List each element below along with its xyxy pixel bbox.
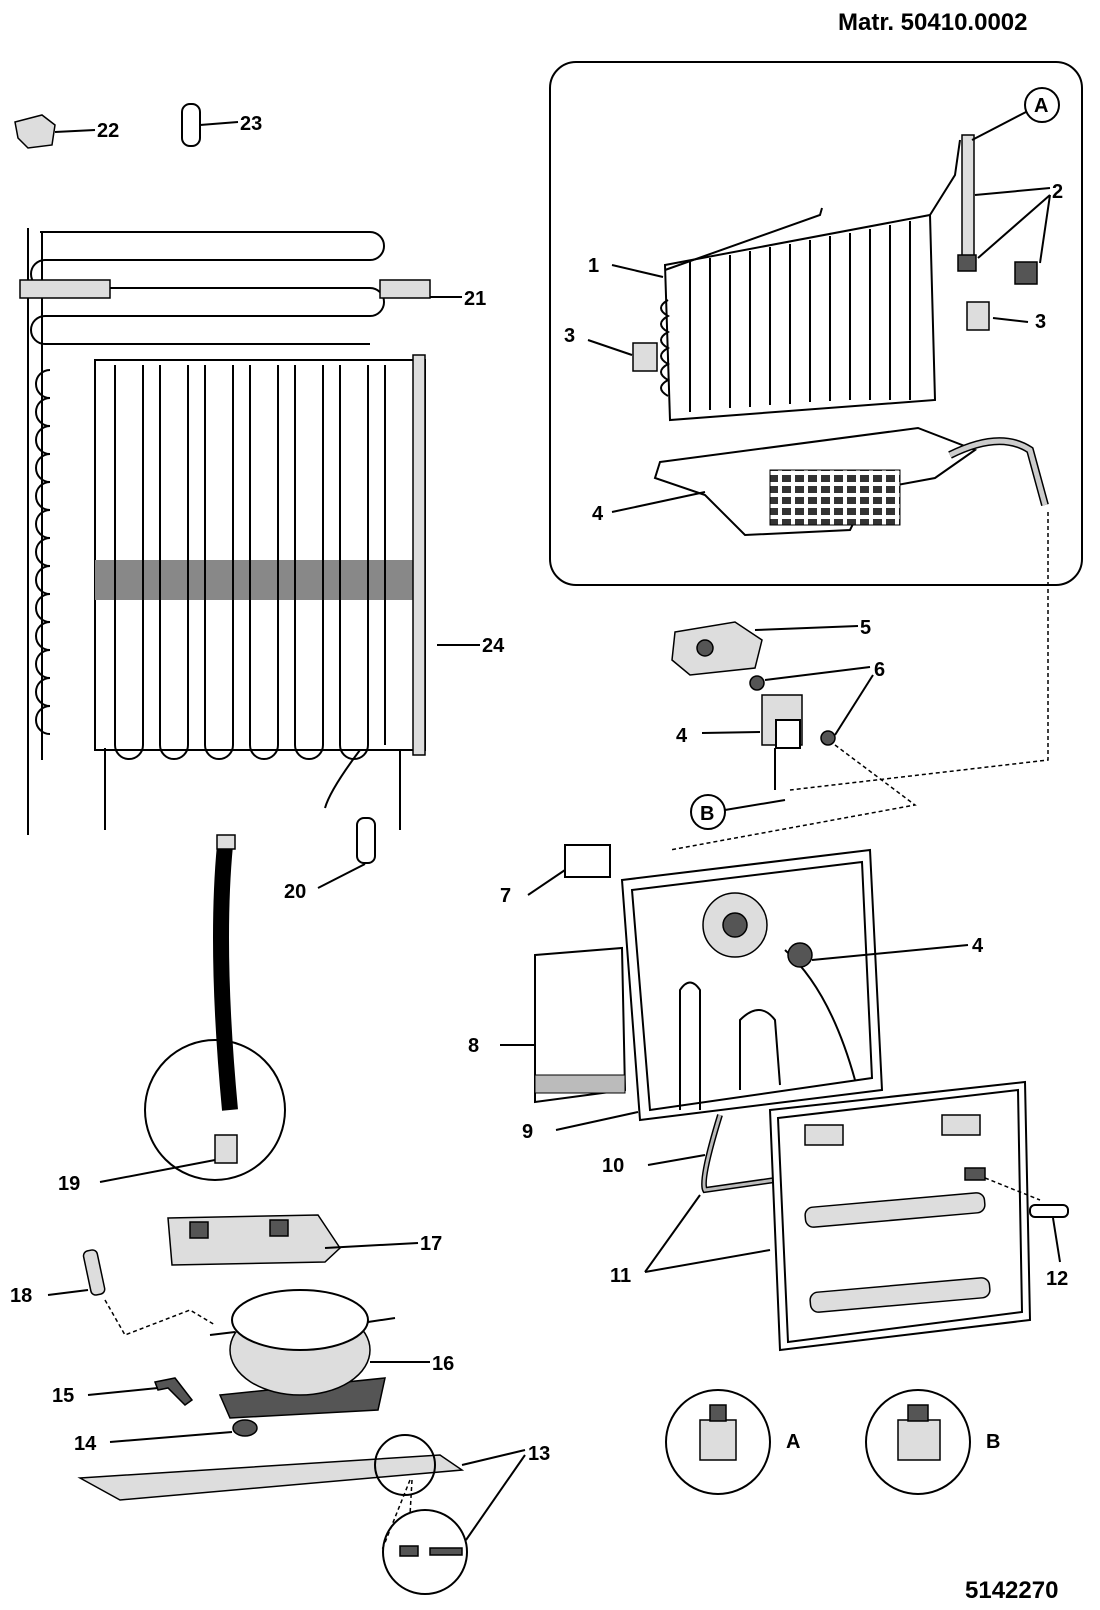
control-housing — [620, 848, 884, 1122]
clamp-15 — [153, 1377, 194, 1406]
detail-label-a: A — [786, 1431, 800, 1453]
drawing-code: 5142270 — [965, 1577, 1058, 1604]
capillary-tube-a — [957, 134, 977, 272]
callout-6: 6 — [874, 659, 885, 681]
callout-3-left: 3 — [564, 325, 575, 347]
pipe-18 — [82, 1249, 106, 1296]
detail-circle-b — [865, 1389, 971, 1495]
callout-17: 17 — [420, 1233, 442, 1255]
door-panel-11 — [768, 1080, 1032, 1352]
callout-11: 11 — [610, 1265, 631, 1287]
callout-24: 24 — [482, 635, 505, 657]
grommet-3-right — [966, 301, 990, 331]
callout-3-right: 3 — [1035, 311, 1046, 333]
material-number: Matr. 50410.0002 — [838, 9, 1027, 36]
detail-marker-b: B — [700, 803, 714, 825]
callout-14: 14 — [74, 1433, 97, 1455]
callout-19: 19 — [58, 1173, 80, 1195]
base-rail — [77, 1454, 465, 1501]
callout-15: 15 — [52, 1385, 74, 1407]
nut-6-top — [749, 675, 765, 691]
callout-4-thermostat: 4 — [676, 725, 688, 747]
grommet-3-left — [632, 342, 658, 372]
washer-14 — [232, 1419, 258, 1437]
callout-13: 13 — [528, 1443, 550, 1465]
callout-10: 10 — [602, 1155, 624, 1177]
callout-4-plate: 4 — [592, 503, 604, 525]
condenser-coil — [19, 228, 431, 835]
thermostat-housing-5 — [671, 621, 763, 676]
bracket-17 — [167, 1214, 341, 1266]
heater-plate — [653, 426, 1049, 537]
callout-20: 20 — [284, 881, 306, 903]
callout-8: 8 — [468, 1035, 479, 1057]
detail-circle-a — [665, 1389, 771, 1495]
grommet-2 — [1014, 261, 1038, 285]
evaporator-inset-frame — [549, 61, 1083, 586]
tube-10 — [701, 1114, 776, 1194]
nut-6-bottom — [820, 730, 836, 746]
callout-22: 22 — [97, 120, 119, 142]
detail-marker-a: A — [1034, 95, 1048, 117]
detail-marker-b-circle — [690, 794, 726, 830]
callout-21: 21 — [464, 288, 486, 310]
callout-5: 5 — [860, 617, 871, 639]
detail-label-b: B — [986, 1431, 1000, 1453]
clip-22 — [14, 114, 56, 149]
callout-4-housing: 4 — [972, 935, 984, 957]
detail-marker-a-circle — [1024, 87, 1060, 123]
compressor — [209, 1289, 396, 1419]
pin-12 — [1029, 1204, 1069, 1218]
callout-18: 18 — [10, 1285, 32, 1307]
callout-23: 23 — [240, 113, 262, 135]
suction-hose — [213, 844, 238, 1111]
callout-16: 16 — [432, 1353, 454, 1375]
cover-7 — [564, 844, 611, 878]
detail-circle-13 — [382, 1509, 468, 1595]
callout-2: 2 — [1052, 181, 1063, 203]
callout-1: 1 — [588, 255, 599, 277]
clip-23 — [181, 103, 201, 147]
callout-7: 7 — [500, 885, 511, 907]
evaporator-coil — [660, 139, 961, 422]
callout-12: 12 — [1046, 1268, 1068, 1290]
detail-circle-19 — [144, 1039, 286, 1181]
filter-drier — [356, 817, 376, 864]
callout-9: 9 — [522, 1121, 533, 1143]
